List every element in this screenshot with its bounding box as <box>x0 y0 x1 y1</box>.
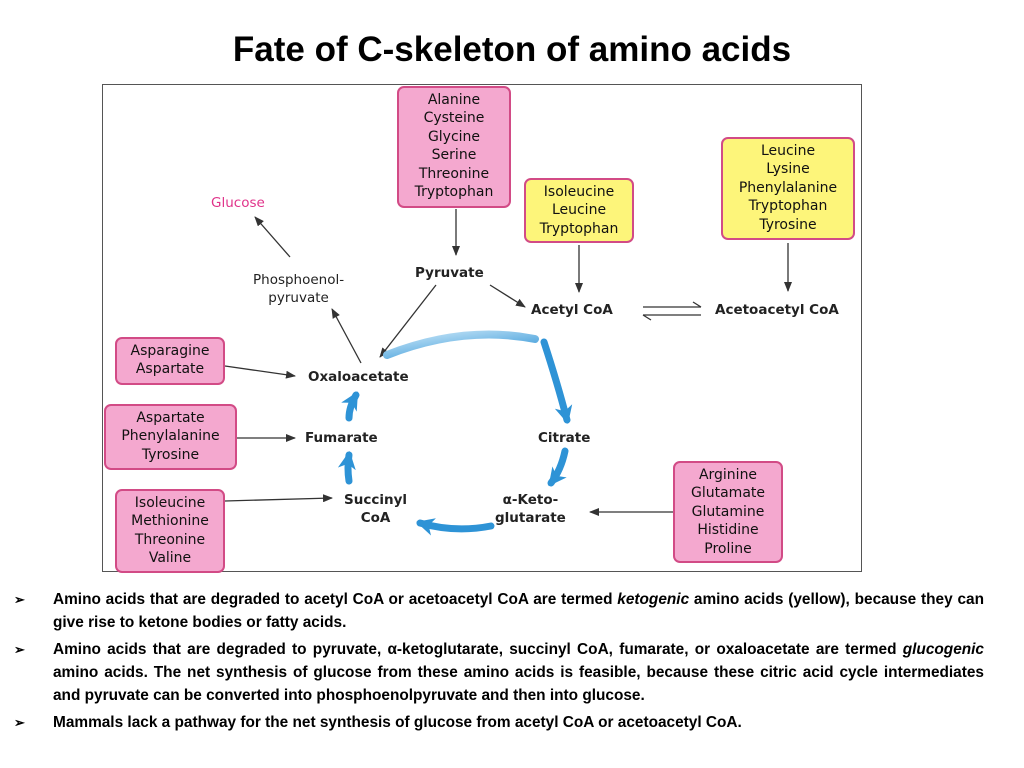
bullet-emphasis: ketogenic <box>617 591 690 608</box>
arrow-pep-to-glucose <box>254 216 291 258</box>
amino-acid-label: Leucine <box>760 143 816 159</box>
pyruvate-label: Pyruvate <box>415 265 484 281</box>
bullet-list: ➢ Amino acids that are degraded to acety… <box>14 588 984 738</box>
bullet-mammals: ➢ Mammals lack a pathway for the net syn… <box>14 711 984 734</box>
alpha-ketoglutarate-label: α-Keto- glutarate <box>495 491 566 527</box>
acetoacetyl-coa-amino-acids-box: Leucine Lysine Phenylalanine Tryptophan … <box>721 137 855 240</box>
bullet-text: amino acids. The net synthesis of glucos… <box>53 664 984 704</box>
amino-acid-label: Cysteine <box>423 110 485 127</box>
amino-acid-label: Threonine <box>418 165 490 182</box>
amino-acid-label: Isoleucine <box>543 184 615 200</box>
bullet-text: Amino acids that are degraded to acetyl … <box>53 591 618 608</box>
amino-acid-label: Leucine <box>551 202 607 219</box>
amino-acid-label: Methionine <box>131 513 209 530</box>
amino-acid-label: Tryptophan <box>539 220 619 237</box>
equilibrium-arrows <box>642 301 702 321</box>
amino-acid-label: Tyrosine <box>759 216 817 233</box>
keto-line-1: α-Keto- <box>502 492 559 508</box>
pep-line-1: Phosphoenol- <box>253 272 345 288</box>
keto-line-2: glutarate <box>495 510 566 526</box>
pep-line-2: pyruvate <box>268 290 329 306</box>
succinyl-coa-amino-acids-box: Isoleucine Methionine Threonine Valine <box>115 489 225 573</box>
amino-acid-label: Isoleucine <box>134 495 206 511</box>
bullet-arrow-icon: ➢ <box>14 592 25 607</box>
amino-acid-label: Aspartate <box>136 410 205 426</box>
bullet-arrow-icon: ➢ <box>14 715 25 730</box>
citrate-label: Citrate <box>538 430 591 446</box>
oxaloacetate-amino-acids-box: Asparagine Aspartate <box>115 337 225 385</box>
bullet-ketogenic: ➢ Amino acids that are degraded to acety… <box>14 588 984 634</box>
fumarate-amino-acids-box: Aspartate Phenylalanine Tyrosine <box>104 404 237 470</box>
fumarate-label: Fumarate <box>305 430 378 446</box>
succinyl-line-2: CoA <box>360 510 391 526</box>
amino-acid-label: Asparagine <box>130 343 210 359</box>
arrow-pyruvate-to-oxaloacetate <box>379 284 437 358</box>
amino-acid-label: Glycine <box>427 128 481 145</box>
amino-acid-label: Histidine <box>697 522 759 539</box>
arrow-box-to-succinyl-coa <box>224 494 333 503</box>
bullet-glucogenic: ➢ Amino acids that are degraded to pyruv… <box>14 638 984 707</box>
citric-acid-cycle-arrows <box>337 330 573 536</box>
amino-acid-label: Tryptophan <box>748 198 828 215</box>
bullet-text: Amino acids that are degraded to pyruvat… <box>53 641 903 658</box>
pyruvate-amino-acids-box: Alanine Cysteine Glycine Serine Threonin… <box>397 86 511 208</box>
glucose-label: Glucose <box>211 195 265 211</box>
amino-acid-label: Phenylalanine <box>738 179 838 196</box>
arrow-pyruvate-to-acetyl-coa <box>489 284 526 308</box>
amino-acid-label: Tryptophan <box>414 184 494 201</box>
amino-acid-label: Aspartate <box>135 361 205 378</box>
diagram-arrows <box>224 209 792 536</box>
amino-acid-label: Tyrosine <box>141 446 200 463</box>
amino-acid-label: Proline <box>704 540 752 557</box>
amino-acid-label: Threonine <box>134 531 206 548</box>
acetyl-coa-label: Acetyl CoA <box>531 302 613 318</box>
acetoacetyl-coa-label: Acetoacetyl CoA <box>715 302 839 318</box>
bullet-text: Mammals lack a pathway for the net synth… <box>53 714 742 731</box>
amino-acid-label: Lysine <box>766 161 810 178</box>
amino-acid-label: Valine <box>148 550 192 567</box>
amino-acid-label: Glutamine <box>691 503 765 520</box>
amino-acid-label: Alanine <box>427 92 481 108</box>
succinyl-coa-label: Succinyl CoA <box>344 491 407 527</box>
oxaloacetate-label: Oxaloacetate <box>308 369 409 385</box>
bullet-emphasis: glucogenic <box>902 641 984 658</box>
arrow-box-to-oxaloacetate <box>224 365 296 379</box>
ketoglutarate-amino-acids-box: Arginine Glutamate Glutamine Histidine P… <box>673 461 783 563</box>
bullet-arrow-icon: ➢ <box>14 642 25 657</box>
acetyl-coa-amino-acids-box: Isoleucine Leucine Tryptophan <box>524 178 634 243</box>
amino-acid-label: Arginine <box>698 467 758 483</box>
page-title: Fate of C-skeleton of amino acids <box>232 30 792 69</box>
bullet-text: amino acids (yellow), because they can g… <box>53 591 984 631</box>
metabolic-pathway-diagram: Alanine Cysteine Glycine Serine Threonin… <box>102 84 862 573</box>
amino-acid-label: Phenylalanine <box>121 428 220 445</box>
arrow-oxaloacetate-to-pep <box>331 308 362 364</box>
succinyl-line-1: Succinyl <box>344 492 408 508</box>
amino-acid-label: Glutamate <box>691 485 765 502</box>
amino-acid-label: Serine <box>431 147 477 164</box>
phosphoenolpyruvate-label: Phosphoenol- pyruvate <box>253 271 344 307</box>
